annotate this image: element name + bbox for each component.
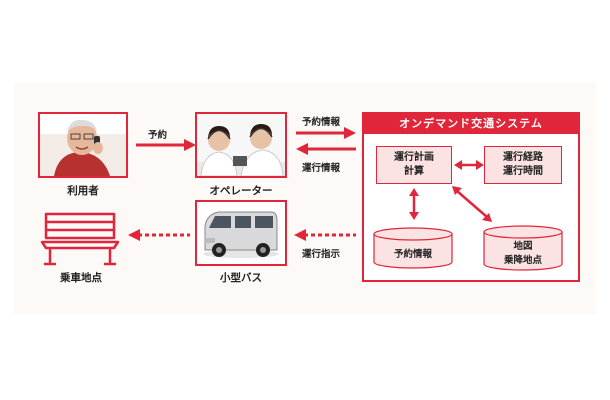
arrow-system-to-operator xyxy=(296,143,356,155)
reserve-label: 予約 xyxy=(148,130,168,141)
planning-box: 運行計画 計算 xyxy=(376,146,452,184)
operator-photo-frame xyxy=(195,112,287,178)
minibus-label: 小型バス xyxy=(220,272,262,284)
system-title: オンデマンド交通システム xyxy=(364,114,578,134)
on-demand-system-box: オンデマンド交通システム 運行計画 計算 運行経路 運行時間 予約情報 地図 乗… xyxy=(362,112,580,282)
route-line-2: 運行時間 xyxy=(503,166,543,177)
minibus-photo xyxy=(197,202,285,264)
arrow-system-to-minibus xyxy=(294,229,356,241)
user-photo-frame xyxy=(38,112,128,178)
planning-line-1: 運行計画 xyxy=(394,152,434,163)
arrow-operator-to-system xyxy=(296,127,356,139)
route-line-1: 運行経路 xyxy=(503,152,543,163)
map-db-line-2: 乗降地点 xyxy=(503,255,542,266)
reservation-database xyxy=(373,227,453,269)
reservation-db-label: 予約情報 xyxy=(393,249,432,260)
map-database xyxy=(483,225,563,271)
operation-instruction-label: 運行指示 xyxy=(302,249,341,260)
arrow-planning-map-db xyxy=(452,186,492,222)
planning-line-2: 計算 xyxy=(404,166,424,177)
arrow-minibus-to-stop xyxy=(128,229,190,241)
call-center-operators-photo xyxy=(197,114,285,176)
arrow-planning-reservation-db xyxy=(409,188,419,220)
stop-label: 乗車地点 xyxy=(60,272,102,284)
elderly-man-phone-photo xyxy=(40,114,126,176)
bench-icon xyxy=(40,212,120,266)
route-box: 運行経路 運行時間 xyxy=(484,146,562,184)
reservation-info-label: 予約情報 xyxy=(302,117,341,128)
operation-info-label: 運行情報 xyxy=(302,163,341,174)
arrow-user-to-operator xyxy=(136,139,196,151)
user-label: 利用者 xyxy=(67,185,99,197)
arrow-planning-route xyxy=(454,160,484,170)
operator-label: オペレーター xyxy=(209,185,273,197)
minibus-photo-frame xyxy=(195,200,287,266)
map-db-line-1: 地図 xyxy=(513,241,533,252)
